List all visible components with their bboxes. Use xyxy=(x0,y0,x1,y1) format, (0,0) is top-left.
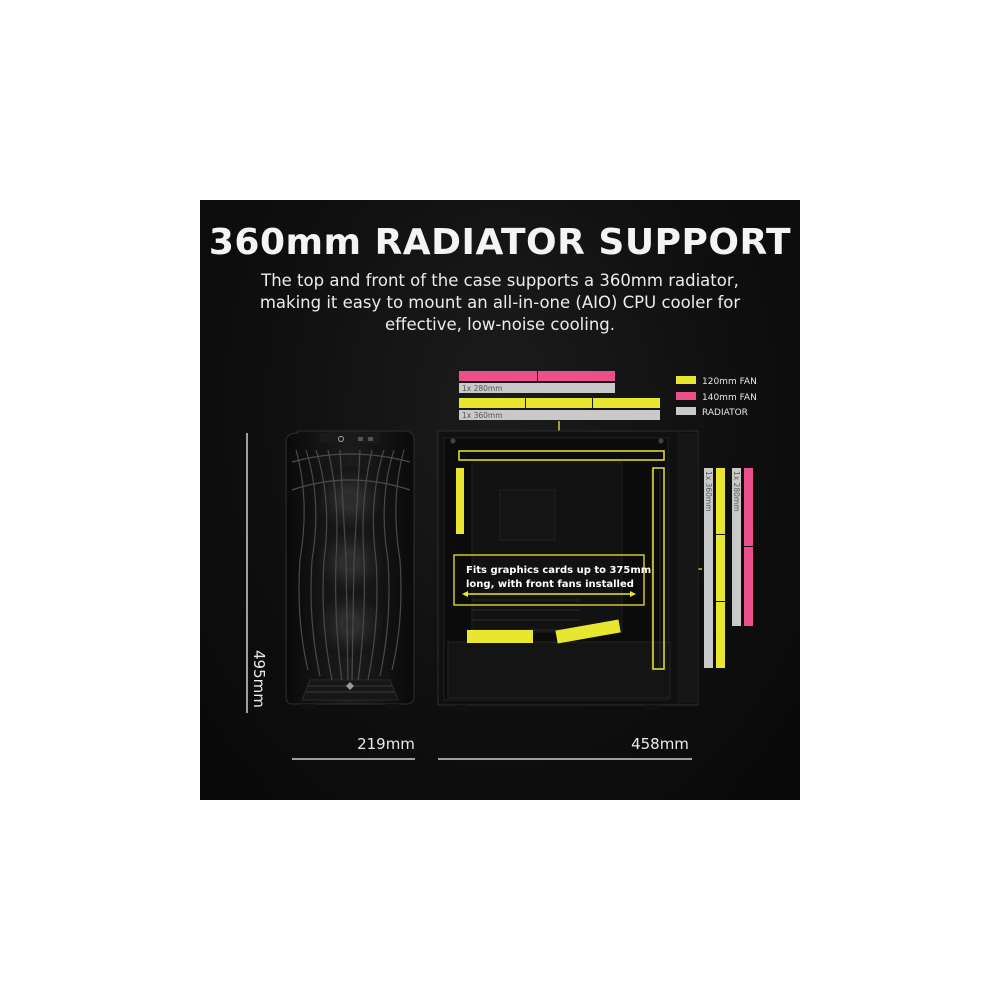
motherboard-tray xyxy=(471,461,623,633)
top-mount-options: 1x 280mm 1x 360mm xyxy=(459,371,660,451)
height-dimension-label: 495mm xyxy=(250,650,268,708)
top-140mm-fan xyxy=(459,371,537,381)
legend-item-140mm-fan: 140mm FAN xyxy=(676,392,757,403)
depth-dimension-label: 458mm xyxy=(631,735,689,753)
usb-port xyxy=(368,437,373,441)
top-120mm-fan xyxy=(526,398,592,408)
front-fan-hub xyxy=(343,617,357,631)
product-panel: 360mm RADIATOR SUPPORT The top and front… xyxy=(200,200,800,800)
brand-logo-icon xyxy=(346,682,354,690)
bottom-fan-marker xyxy=(467,630,533,643)
legend-label: RADIATOR xyxy=(702,408,748,418)
usb-port xyxy=(358,437,363,441)
psu-fan-marker xyxy=(555,619,621,644)
top-360mm-radiator xyxy=(459,410,660,420)
top-140mm-fan xyxy=(538,371,615,381)
gpu-callout-line: Fits graphics cards up to 375mm xyxy=(466,565,651,576)
gpu-callout-line: long, with front fans installed xyxy=(466,579,634,590)
front-fan-hub xyxy=(343,493,357,507)
legend-swatch-140mm xyxy=(676,392,696,400)
legend-item-radiator: RADIATOR xyxy=(676,407,748,418)
depth-dimension: 458mm xyxy=(438,735,692,760)
front-120mm-fan xyxy=(716,602,725,668)
radiator-support-diagram: 120mm FAN 140mm FAN RADIATOR 1x 280mm 1x… xyxy=(246,371,757,760)
legend-label: 140mm FAN xyxy=(702,393,757,403)
front-radiator-mount-outline xyxy=(652,467,665,670)
case-front-view xyxy=(285,430,415,709)
height-dimension: 495mm xyxy=(246,433,268,713)
thumb-screw xyxy=(450,438,456,444)
front-120mm-fan xyxy=(716,468,725,534)
legend-swatch-radiator xyxy=(676,407,696,415)
width-dimension-label: 219mm xyxy=(357,735,415,753)
front-140mm-fan xyxy=(744,468,753,546)
description-line: The top and front of the case supports a… xyxy=(261,271,739,290)
front-360mm-radiator-label: 1x 360mm xyxy=(704,471,713,512)
case-foot xyxy=(300,704,314,709)
front-120mm-fan xyxy=(716,535,725,601)
legend-label: 120mm FAN xyxy=(702,377,757,387)
front-280mm-radiator xyxy=(732,468,741,626)
top-280mm-radiator-label: 1x 280mm xyxy=(462,384,503,393)
case-foot xyxy=(644,705,658,710)
front-140mm-fan xyxy=(744,547,753,626)
gpu-callout-box xyxy=(453,554,645,606)
front-fan-slots xyxy=(651,470,661,670)
psu-shroud xyxy=(447,641,671,699)
front-mesh-ribs xyxy=(291,449,411,683)
top-280mm-radiator xyxy=(459,383,615,393)
top-120mm-fan xyxy=(593,398,660,408)
legend-swatch-120mm xyxy=(676,376,696,384)
front-280mm-radiator-label: 1x 280mm xyxy=(732,471,741,512)
top-360mm-radiator-label: 1x 360mm xyxy=(462,411,503,420)
top-120mm-fan xyxy=(459,398,525,408)
side-fan-marker xyxy=(456,468,464,534)
io-strip xyxy=(320,433,380,443)
gpu-length-arrow xyxy=(462,591,636,597)
case-foot xyxy=(454,705,468,710)
description: The top and front of the case supports a… xyxy=(255,270,745,336)
front-mount-options: 1x 360mm 1x 280mm xyxy=(665,468,753,668)
legend: 120mm FAN 140mm FAN RADIATOR xyxy=(676,376,757,418)
case-foot xyxy=(386,704,400,709)
front-360mm-radiator xyxy=(704,468,713,668)
legend-item-120mm-fan: 120mm FAN xyxy=(676,376,757,387)
case-front-panel-edge xyxy=(678,433,698,703)
description-line: effective, low-noise cooling. xyxy=(384,315,616,334)
front-fan-hub xyxy=(343,555,357,569)
case-side-view: Fits graphics cards up to 375mm long, wi… xyxy=(437,430,699,710)
page-title: 360mm RADIATOR SUPPORT xyxy=(208,222,792,263)
width-dimension: 219mm xyxy=(292,735,415,760)
thumb-screw xyxy=(658,438,664,444)
description-line: making it easy to mount an all-in-one (A… xyxy=(259,293,741,312)
cpu-cutout xyxy=(499,489,556,541)
top-radiator-mount-outline xyxy=(458,450,665,461)
power-button-icon xyxy=(338,436,344,442)
